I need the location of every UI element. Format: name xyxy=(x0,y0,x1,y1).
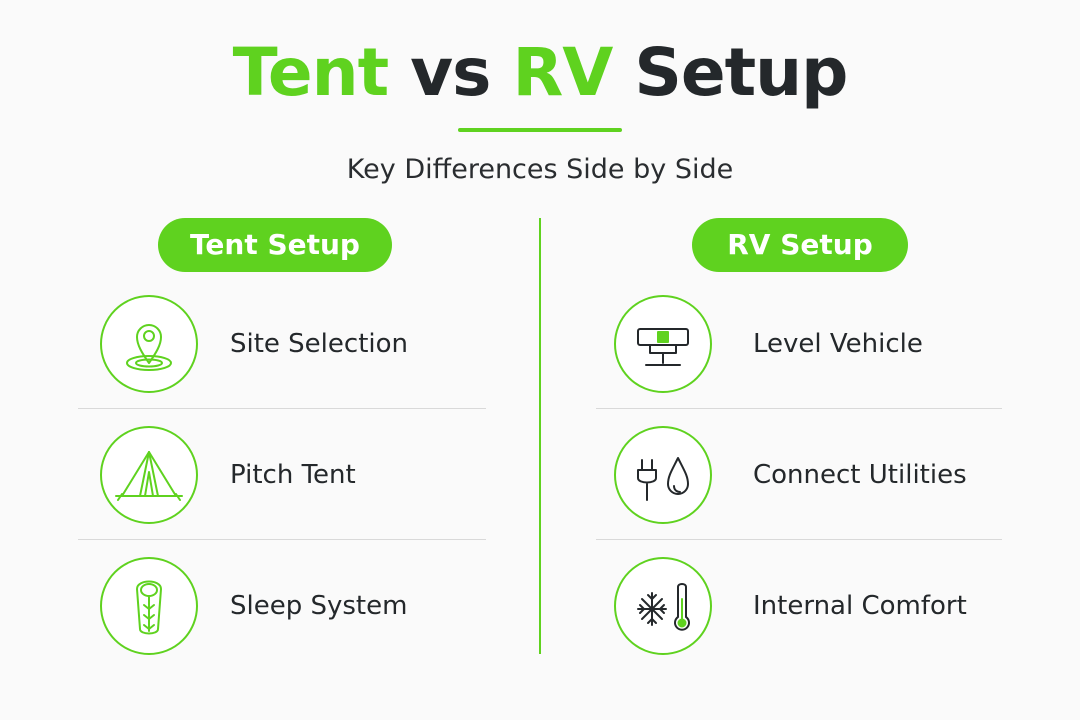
list-item-internal-comfort: Internal Comfort xyxy=(596,540,1002,671)
list-item-sleep-system: Sleep System xyxy=(78,540,486,671)
column-divider xyxy=(539,218,541,654)
row-separator xyxy=(78,539,486,540)
title-tent: Tent xyxy=(232,34,390,111)
subtitle: Key Differences Side by Side xyxy=(346,154,734,185)
rv-column: Level Vehicle Connect Utilities xyxy=(596,278,1002,671)
list-item-pitch-tent: Pitch Tent xyxy=(78,409,486,540)
map-pin-icon xyxy=(100,295,198,393)
title-rv: RV xyxy=(512,34,613,111)
pitch-tent-label: Pitch Tent xyxy=(230,460,356,490)
row-separator xyxy=(596,539,1002,540)
list-item-site-selection: Site Selection xyxy=(78,278,486,409)
sleep-system-label: Sleep System xyxy=(230,591,408,621)
plug-water-icon xyxy=(614,426,712,524)
row-separator xyxy=(596,408,1002,409)
title-vs: vs xyxy=(410,34,491,111)
internal-comfort-label: Internal Comfort xyxy=(753,591,967,621)
level-vehicle-label: Level Vehicle xyxy=(753,329,923,359)
snowflake-thermometer-icon xyxy=(614,557,712,655)
tent-icon xyxy=(100,426,198,524)
title-setup: Setup xyxy=(634,34,848,111)
level-icon xyxy=(614,295,712,393)
list-item-level-vehicle: Level Vehicle xyxy=(596,278,1002,409)
rv-setup-heading: RV Setup xyxy=(692,218,908,272)
row-separator xyxy=(78,408,486,409)
title-underline xyxy=(458,128,622,132)
list-item-connect-utilities: Connect Utilities xyxy=(596,409,1002,540)
connect-utilities-label: Connect Utilities xyxy=(753,460,967,490)
tent-column: Site Selection Pitch Tent Sleep xyxy=(78,278,486,671)
page-title: Tent vs RV Setup xyxy=(0,28,1080,118)
site-selection-label: Site Selection xyxy=(230,329,409,359)
tent-setup-heading: Tent Setup xyxy=(158,218,392,272)
sleeping-bag-icon xyxy=(100,557,198,655)
